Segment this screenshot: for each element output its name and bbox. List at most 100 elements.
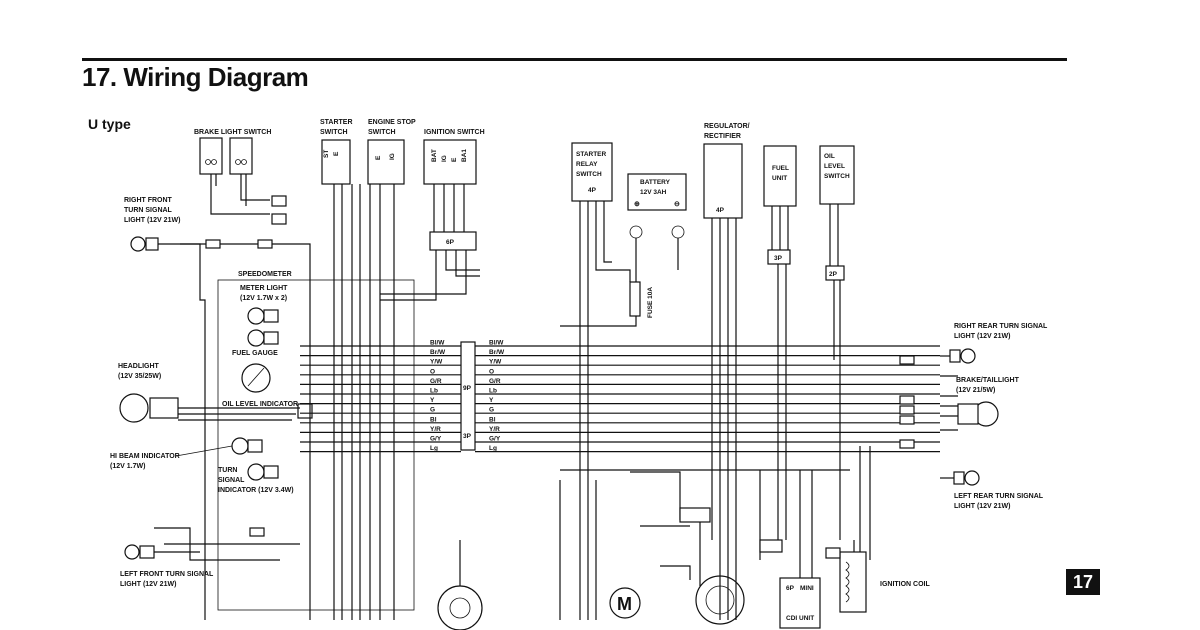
- wire-color-label-right: G: [489, 407, 494, 414]
- starter-relay-label-2: RELAY: [576, 161, 598, 168]
- engine-stop-terminal-ig: IG: [389, 153, 396, 160]
- wire-path: [630, 471, 681, 520]
- oil-switch-label-1: OIL: [824, 153, 835, 160]
- right-rear-turn-signal: RIGHT REAR TURN SIGNAL LIGHT (12V 21W): [949, 323, 1048, 364]
- oil-indicator-label: OIL LEVEL INDICATOR: [222, 401, 298, 408]
- ignition-connector: 6P: [429, 231, 477, 251]
- cdi-mini: MINI: [800, 585, 814, 592]
- inline-connector: [899, 439, 915, 449]
- main-connector: 9P 3P: [460, 341, 476, 451]
- turn-indicator-label-2: SIGNAL: [218, 477, 245, 484]
- ignition-switch: IGNITION SWITCH BAT IG E BA1: [423, 129, 485, 185]
- right-front-turn-signal: RIGHT FRONT TURN SIGNAL LIGHT (12V 21W): [124, 197, 180, 252]
- wire-color-label-right: Bl: [489, 416, 496, 423]
- wire-color-label-right: Br/W: [489, 349, 505, 356]
- wire-color-label-right: Bl/W: [489, 340, 504, 347]
- ignition-connector-pins: 6P: [446, 239, 455, 246]
- wire-color-label-right: Lg: [489, 445, 497, 452]
- wire-color-label-left: O: [430, 368, 435, 375]
- engine-stop-terminal-e: E: [375, 155, 382, 160]
- battery: BATTERY 12V 3AH ⊕ ⊖: [627, 173, 687, 239]
- wire-color-label-left: Bl: [430, 416, 437, 423]
- inline-connector: [899, 415, 915, 425]
- page-title: 17. Wiring Diagram: [82, 62, 309, 92]
- rf-turn-label-2: TURN SIGNAL: [124, 207, 173, 214]
- regulator-label-2: RECTIFIER: [704, 133, 741, 140]
- engine-stop-label-2: SWITCH: [368, 129, 396, 136]
- brake-light-switch: BRAKE LIGHT SWITCH: [194, 129, 271, 175]
- wire-color-label-right: Y/W: [489, 359, 502, 366]
- regulator-label-1: REGULATOR/: [704, 123, 750, 130]
- page-number-badge: 17: [1066, 569, 1100, 595]
- wire-path: [595, 201, 631, 282]
- fuel-unit-label-2: UNIT: [772, 175, 787, 182]
- lr-turn-label-1: LEFT REAR TURN SIGNAL: [954, 493, 1044, 500]
- inline-connector: [679, 507, 711, 523]
- main-connector-pins: 9P: [463, 385, 472, 392]
- wire-color-label-left: G: [430, 407, 435, 414]
- fuel-unit-pins: 3P: [774, 255, 783, 262]
- sub-connector-pins: 3P: [463, 433, 472, 440]
- ignition-terminal-ba1: BA1: [461, 149, 468, 162]
- wire-path: [455, 250, 480, 277]
- fuel-unit-label-1: FUEL: [772, 165, 789, 172]
- wiring-lines: [154, 174, 958, 620]
- starter-relay-switch: STARTER RELAY SWITCH 4P: [571, 142, 613, 202]
- inline-connector: [899, 405, 915, 415]
- motor-symbol: M: [617, 594, 632, 614]
- wire-color-label-right: O: [489, 368, 494, 375]
- wire-path: [380, 250, 437, 301]
- wire-color-label-left: Lb: [430, 388, 438, 395]
- oil-switch-pins: 2P: [829, 271, 838, 278]
- oil-switch-label-3: SWITCH: [824, 173, 850, 180]
- ignition-terminal-e: E: [451, 157, 458, 162]
- oil-level-switch: OIL LEVEL SWITCH 2P: [819, 145, 855, 281]
- battery-negative-icon: ⊖: [674, 201, 680, 208]
- wire-color-label-right: Lb: [489, 388, 497, 395]
- wire-color-label-left: Y/R: [430, 426, 441, 433]
- fuse-label: FUSE 10A: [647, 287, 654, 318]
- rf-turn-label-3: LIGHT (12V 21W): [124, 217, 180, 224]
- starter-switch-label-1: STARTER: [320, 119, 353, 126]
- hi-beam-label-2: (12V 1.7W): [110, 463, 145, 470]
- speedometer-cluster: SPEEDOMETER METER LIGHT (12V 1.7W x 2) F…: [217, 271, 415, 611]
- wire-path: [445, 250, 480, 271]
- headlight-label-2: (12V 35/25W): [118, 373, 161, 380]
- ignition-switch-label: IGNITION SWITCH: [424, 129, 485, 136]
- header-rule: [82, 58, 1067, 61]
- wire-color-label-left: Br/W: [430, 349, 446, 356]
- inline-connector: [899, 395, 915, 405]
- inline-connector: [759, 539, 783, 553]
- ignition-coil-label: IGNITION COIL: [880, 581, 931, 588]
- starter-switch-label-2: SWITCH: [320, 129, 348, 136]
- battery-positive-icon: ⊕: [634, 201, 640, 208]
- cdi-unit: 6P MINI CDI UNIT: [779, 577, 821, 629]
- wire-path: [180, 243, 206, 620]
- wire-color-label-left: G/Y: [430, 436, 442, 443]
- wire-path: [158, 243, 311, 620]
- left-rear-turn-signal: LEFT REAR TURN SIGNAL LIGHT (12V 21W): [953, 470, 1044, 510]
- wire-path: [603, 201, 612, 263]
- wire-path: [380, 250, 467, 295]
- inline-connector: [257, 239, 273, 249]
- wire-color-label-left: Y: [430, 397, 435, 404]
- wire-color-label-left: Lg: [430, 445, 438, 452]
- fuse: FUSE 10A: [629, 281, 654, 318]
- turn-indicator-label-1: TURN: [218, 467, 237, 474]
- wire-path: [210, 174, 270, 215]
- wire-path: [660, 565, 691, 580]
- inline-connector: [205, 239, 221, 249]
- wire-color-label-right: Y: [489, 397, 494, 404]
- inline-connector: [271, 195, 287, 207]
- cdi-pins: 6P: [786, 585, 795, 592]
- meter-light-label-2: (12V 1.7W x 2): [240, 295, 287, 302]
- engine-stop-label-1: ENGINE STOP: [368, 119, 416, 126]
- regulator-rectifier: REGULATOR/ RECTIFIER 4P: [703, 123, 750, 219]
- ignition-terminal-bat: BAT: [431, 149, 438, 162]
- starter-motor: M: [609, 587, 641, 619]
- battery-label-1: BATTERY: [640, 179, 671, 186]
- starter-switch: STARTER SWITCH ST E: [320, 119, 353, 185]
- speedometer-label: SPEEDOMETER: [238, 271, 292, 278]
- rr-turn-label-1: RIGHT REAR TURN SIGNAL: [954, 323, 1048, 330]
